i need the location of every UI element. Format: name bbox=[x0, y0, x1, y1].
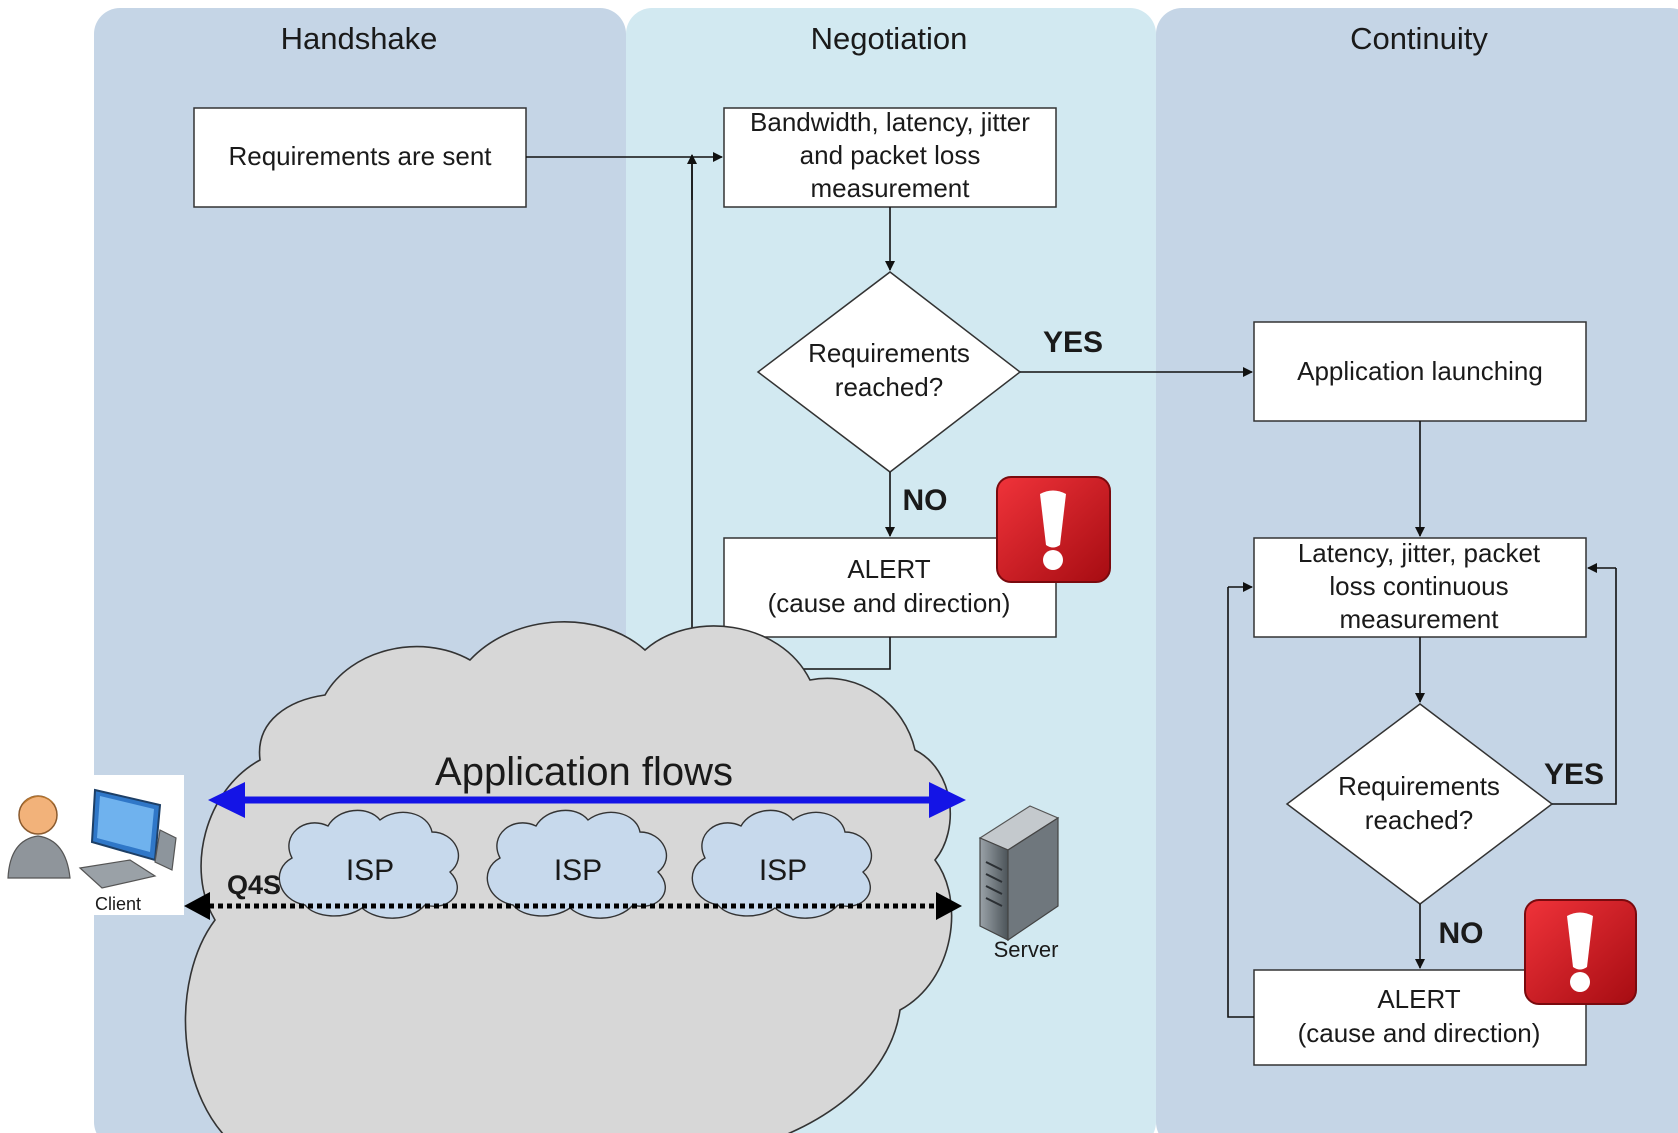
negotiation-measure-line-1: Bandwidth, latency, jitter bbox=[750, 107, 1030, 137]
continuity-no-label: NO bbox=[1439, 917, 1484, 950]
continuity-measure-box bbox=[1253, 537, 1587, 638]
application-launching-label: Application launching bbox=[1297, 356, 1543, 386]
isp-cloud-1: ISP bbox=[278, 809, 460, 919]
continuity-measure-line-1: Latency, jitter, packet bbox=[1298, 538, 1541, 568]
negotiation-alert-line-2: (cause and direction) bbox=[768, 588, 1011, 618]
lane-title-continuity: Continuity bbox=[1350, 21, 1488, 56]
continuity-decision-line-1: Requirements bbox=[1338, 771, 1500, 801]
negotiation-yes-label: YES bbox=[1043, 326, 1103, 359]
q4s-signaling-arrow bbox=[184, 892, 962, 920]
lane-title-handshake: Handshake bbox=[281, 21, 438, 56]
requirements-sent-box bbox=[193, 107, 527, 208]
continuity-alert-line-2: (cause and direction) bbox=[1298, 1018, 1541, 1048]
q4s-label: Q4S bbox=[227, 870, 281, 900]
isp-label-2: ISP bbox=[554, 854, 602, 887]
continuity-alert-icon bbox=[1524, 899, 1637, 1005]
server-label: Server bbox=[994, 937, 1059, 962]
application-flow-arrow bbox=[208, 782, 966, 818]
isp-label-3: ISP bbox=[759, 854, 807, 887]
negotiation-no-label: NO bbox=[903, 484, 948, 517]
negotiation-measure-line-3: measurement bbox=[811, 173, 971, 203]
server-icon bbox=[978, 805, 1060, 942]
negotiation-decision-line-2: reached? bbox=[835, 372, 943, 402]
client-label: Client bbox=[95, 894, 141, 914]
client-icon bbox=[0, 775, 184, 915]
continuity-measure-line-3: measurement bbox=[1340, 604, 1500, 634]
arrow-continuity-alert-loop bbox=[1227, 587, 1254, 1018]
continuity-alert-line-1: ALERT bbox=[1377, 984, 1460, 1014]
isp-cloud-3: ISP bbox=[691, 809, 873, 919]
continuity-yes-label: YES bbox=[1544, 758, 1604, 791]
continuity-measure-line-2: loss continuous bbox=[1329, 571, 1508, 601]
negotiation-alert-icon bbox=[996, 476, 1111, 583]
application-launching-box bbox=[1253, 321, 1587, 422]
isp-cloud-2: ISP bbox=[486, 809, 668, 919]
negotiation-decision-line-1: Requirements bbox=[808, 338, 970, 368]
isp-label-1: ISP bbox=[346, 854, 394, 887]
continuity-decision-line-2: reached? bbox=[1365, 805, 1473, 835]
lane-title-negotiation: Negotiation bbox=[811, 21, 968, 56]
arrow-yes-loop-to-measure bbox=[1552, 568, 1617, 805]
requirements-sent-label: Requirements are sent bbox=[228, 141, 492, 171]
negotiation-alert-line-1: ALERT bbox=[847, 554, 930, 584]
application-flows-label: Application flows bbox=[435, 750, 733, 794]
negotiation-measure-line-2: and packet loss bbox=[800, 140, 981, 170]
